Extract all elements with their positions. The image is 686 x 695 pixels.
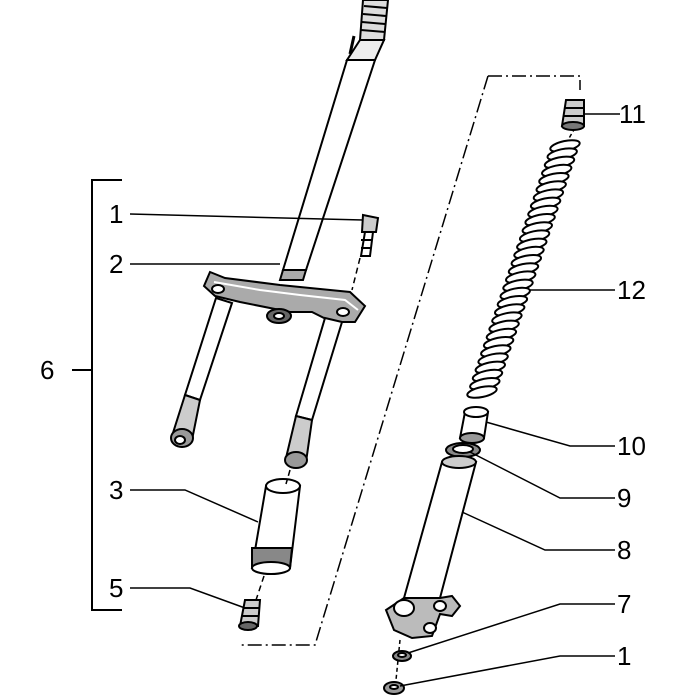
callout-1-top: 1 bbox=[109, 199, 124, 229]
callout-9: 9 bbox=[617, 483, 632, 513]
spacer bbox=[458, 406, 490, 444]
left-fork-leg bbox=[170, 296, 234, 448]
leader-1-bottom bbox=[399, 655, 615, 687]
small-nut bbox=[238, 599, 262, 631]
fork-slider bbox=[384, 455, 478, 640]
bolt-top bbox=[359, 213, 380, 257]
callout-7: 7 bbox=[617, 589, 632, 619]
callout-11: 11 bbox=[619, 99, 646, 129]
leader-lines bbox=[129, 113, 620, 687]
dash-line-nut bbox=[255, 575, 265, 601]
top-cap bbox=[560, 99, 585, 131]
leader-1-top bbox=[129, 213, 364, 221]
callout-3: 3 bbox=[109, 475, 124, 505]
callout-12: 12 bbox=[617, 275, 646, 305]
right-fork-leg bbox=[284, 316, 344, 469]
small-washer bbox=[392, 650, 412, 662]
dash-line-bolt bbox=[351, 257, 361, 291]
callout-5: 5 bbox=[109, 573, 124, 603]
fork-crown bbox=[202, 270, 367, 324]
bushing bbox=[250, 478, 302, 575]
leader-10 bbox=[485, 421, 615, 447]
assembly-outline bbox=[240, 75, 581, 646]
callout-10: 10 bbox=[617, 431, 646, 461]
callout-1-bottom: 1 bbox=[617, 641, 632, 671]
dash-line-bushing bbox=[285, 469, 291, 485]
spring-coil bbox=[466, 385, 498, 399]
callout-8: 8 bbox=[617, 535, 632, 565]
leader-8 bbox=[461, 511, 615, 551]
callout-2: 2 bbox=[109, 249, 124, 279]
callout-6: 6 bbox=[40, 355, 55, 385]
group-bracket bbox=[72, 179, 122, 611]
steering-tube bbox=[278, 0, 390, 281]
leader-3 bbox=[130, 489, 259, 523]
bolt-bottom bbox=[383, 681, 405, 695]
leader-9 bbox=[469, 451, 615, 499]
spring bbox=[466, 139, 581, 399]
leader-7 bbox=[407, 603, 615, 654]
leader-5 bbox=[130, 587, 246, 609]
